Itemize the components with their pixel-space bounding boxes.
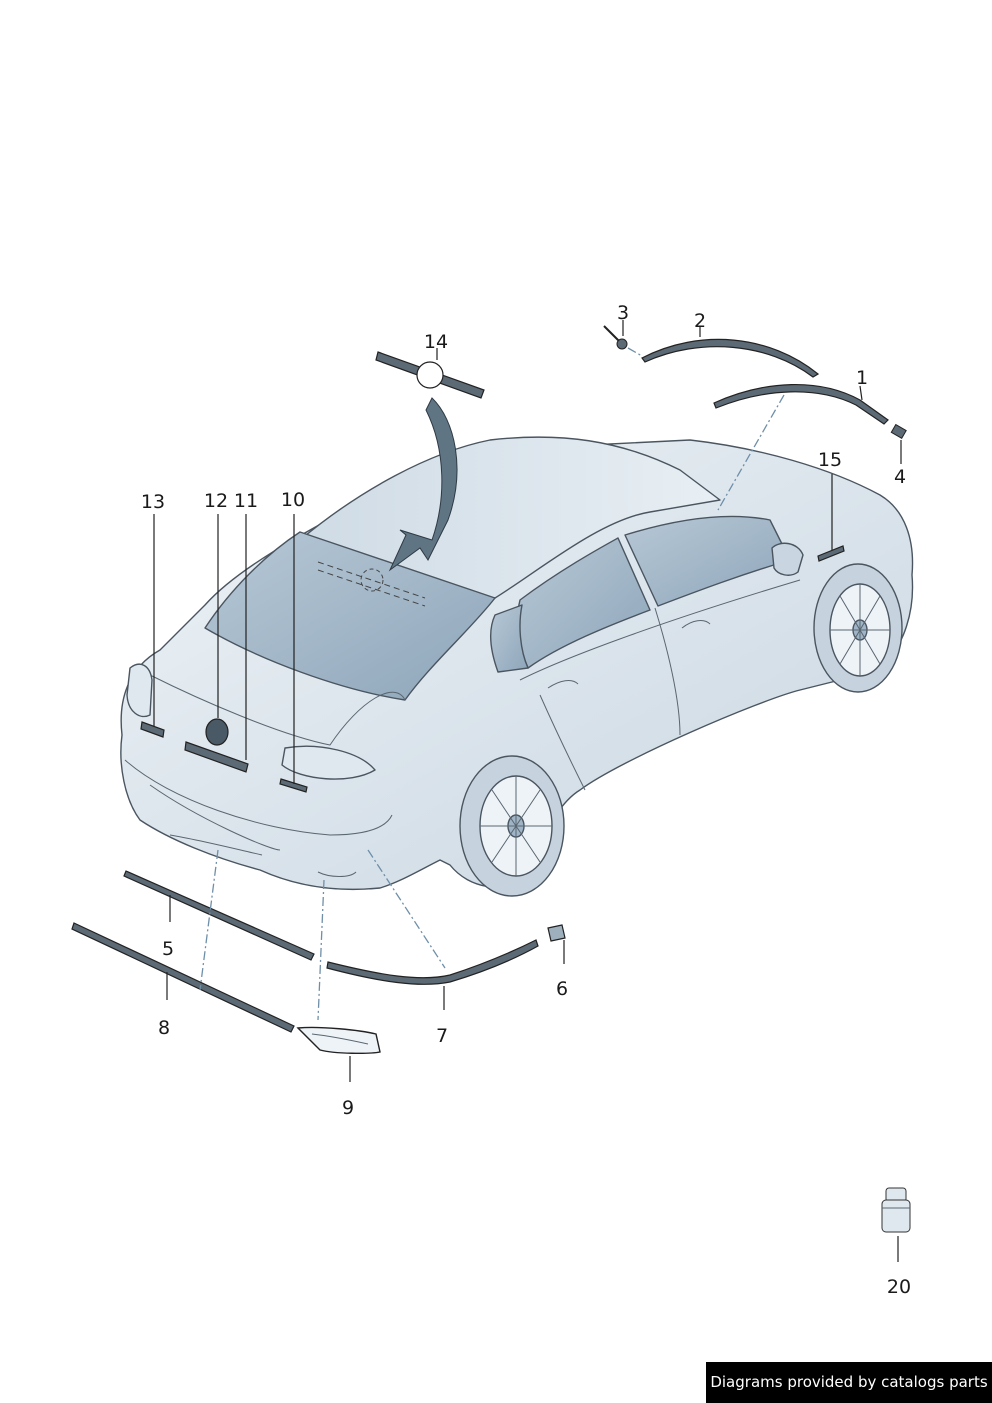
exhaust-trim-opening (317, 871, 357, 877)
part-1-strip (713, 383, 889, 425)
callout-8: 8 (158, 1017, 170, 1039)
car-illustration (120, 436, 914, 897)
dash-leader-9 (317, 879, 325, 1021)
callout-13: 13 (141, 491, 165, 513)
trunk-lid (149, 674, 406, 746)
callout-3: 3 (617, 302, 629, 324)
dash-leader-7 (367, 849, 446, 969)
part-3-screw (603, 325, 643, 357)
position-14-badge (360, 568, 384, 592)
callout-6: 6 (556, 978, 568, 1000)
door-handle-front (681, 620, 711, 629)
part-11-lettering (184, 741, 249, 773)
callout-10: 10 (281, 489, 305, 511)
callout-12: 12 (204, 490, 228, 512)
callout-15: 15 (818, 449, 842, 471)
position-14-outline (317, 561, 426, 607)
part-6-bracket (547, 924, 566, 942)
quarter-glass (490, 604, 529, 673)
part-12-emblem (205, 718, 229, 746)
side-window-front (624, 515, 791, 607)
tail-light-left (126, 663, 153, 718)
callout-1: 1 (856, 367, 868, 389)
callout-2: 2 (694, 310, 706, 332)
part-5-trim (123, 870, 315, 961)
credit-banner: Diagrams provided by catalogs parts (706, 1362, 992, 1403)
arrow-14 (388, 397, 458, 572)
callout-9: 9 (342, 1097, 354, 1119)
dash-leader-5 (199, 849, 219, 991)
tail-light-right (281, 745, 376, 780)
part-4-clip (890, 423, 907, 440)
dash-leader-1 (717, 394, 785, 511)
callout-11: 11 (234, 490, 258, 512)
callout-5: 5 (162, 938, 174, 960)
callout-7: 7 (436, 1025, 448, 1047)
part-14-strip (375, 351, 485, 399)
part-10-badge (279, 778, 308, 793)
part-20-container (881, 1187, 911, 1233)
part-13-badge (140, 721, 165, 738)
part-8-trim (71, 922, 295, 1033)
callout-4: 4 (894, 466, 906, 488)
leader-1 (859, 385, 863, 401)
callout-20: 20 (887, 1276, 911, 1298)
rear-window (204, 531, 496, 701)
front-wheel (813, 563, 903, 693)
part-9-exhaust-trim (296, 1026, 381, 1055)
door-handle-rear (547, 680, 579, 689)
part-15-strip (817, 545, 845, 562)
rear-bumper (124, 759, 393, 856)
part-7-trim (326, 939, 539, 985)
door-line (519, 579, 801, 791)
callout-14: 14 (424, 331, 448, 353)
part-2-strip (641, 338, 820, 378)
side-mirror (771, 542, 804, 576)
rear-wheel (459, 755, 565, 897)
